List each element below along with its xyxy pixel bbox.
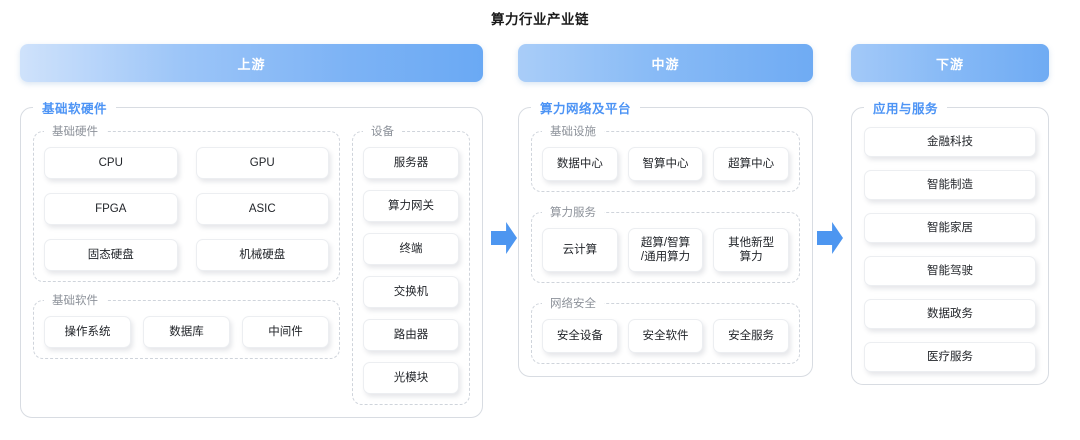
card-cpu[interactable]: CPU — [44, 147, 178, 179]
card-router[interactable]: 路由器 — [363, 319, 459, 351]
group-label-basic-software: 基础软件 — [52, 295, 98, 307]
column-midstream: 中游 算力网络及平台 基础设施 数据中心 智算中心 超算中心 算力服务 云计算 — [518, 44, 813, 377]
group-label-basic-hardware: 基础硬件 — [52, 126, 98, 138]
card-supercomputing-center[interactable]: 超算中心 — [713, 147, 790, 181]
group-devices: 设备 服务器 算力网关 终端 交换机 路由器 光模块 — [352, 123, 470, 405]
group-basic-hardware: 基础硬件 CPU GPU FPGA ASIC 固态硬盘 机械硬盘 — [33, 123, 340, 282]
card-fintech[interactable]: 金融科技 — [864, 127, 1036, 157]
card-data-center[interactable]: 数据中心 — [542, 147, 618, 181]
card-smart-driving[interactable]: 智能驾驶 — [864, 256, 1036, 286]
card-fpga[interactable]: FPGA — [44, 193, 178, 225]
section-label-upstream: 基础软硬件 — [42, 102, 108, 116]
card-server[interactable]: 服务器 — [363, 147, 459, 179]
band-downstream: 下游 — [851, 44, 1049, 82]
card-medical-service[interactable]: 医疗服务 — [864, 342, 1036, 372]
section-downstream: 应用与服务 金融科技 智能制造 智能家居 智能驾驶 数据政务 医疗服务 — [851, 98, 1049, 385]
card-operating-system[interactable]: 操作系统 — [44, 316, 131, 348]
card-intelligent-center[interactable]: 智算中心 — [627, 147, 704, 181]
card-optical-module[interactable]: 光模块 — [363, 362, 459, 394]
card-ssd[interactable]: 固态硬盘 — [44, 239, 178, 271]
card-switch[interactable]: 交换机 — [363, 276, 459, 308]
column-downstream: 下游 应用与服务 金融科技 智能制造 智能家居 智能驾驶 数据政务 医疗服务 — [851, 44, 1049, 385]
column-upstream: 上游 基础软硬件 基础硬件 CPU GPU FPGA ASIC 固态硬盘 机械硬… — [20, 44, 483, 418]
card-data-government[interactable]: 数据政务 — [864, 299, 1036, 329]
card-cloud-computing[interactable]: 云计算 — [542, 228, 618, 272]
card-hdd[interactable]: 机械硬盘 — [195, 239, 329, 271]
band-upstream: 上游 — [20, 44, 483, 82]
group-label-network-security: 网络安全 — [550, 298, 596, 310]
section-upstream: 基础软硬件 基础硬件 CPU GPU FPGA ASIC 固态硬盘 机械硬盘 — [20, 98, 483, 418]
section-label-downstream: 应用与服务 — [873, 102, 939, 116]
group-infrastructure: 基础设施 数据中心 智算中心 超算中心 — [531, 123, 800, 192]
card-gpu[interactable]: GPU — [195, 147, 329, 179]
card-asic[interactable]: ASIC — [195, 193, 329, 225]
right-arrow-icon — [817, 222, 843, 254]
card-security-equipment[interactable]: 安全设备 — [542, 319, 618, 353]
section-midstream: 算力网络及平台 基础设施 数据中心 智算中心 超算中心 算力服务 云计算 超算/… — [518, 98, 813, 377]
group-label-computing-services: 算力服务 — [550, 207, 596, 219]
card-security-software[interactable]: 安全软件 — [627, 319, 704, 353]
band-midstream: 中游 — [518, 44, 813, 82]
group-basic-software: 基础软件 操作系统 数据库 中间件 — [33, 292, 340, 359]
page-title: 算力行业产业链 — [491, 12, 589, 27]
card-smart-manufacturing[interactable]: 智能制造 — [864, 170, 1036, 200]
group-label-infrastructure: 基础设施 — [550, 126, 596, 138]
card-other-new-computing[interactable]: 其他新型算力 — [713, 228, 790, 272]
card-super-intelligent-general-computing[interactable]: 超算/智算/通用算力 — [627, 228, 704, 272]
card-smart-home[interactable]: 智能家居 — [864, 213, 1036, 243]
group-label-devices: 设备 — [371, 126, 394, 138]
card-terminal[interactable]: 终端 — [363, 233, 459, 265]
group-computing-services: 算力服务 云计算 超算/智算/通用算力 其他新型算力 — [531, 204, 800, 283]
card-compute-gateway[interactable]: 算力网关 — [363, 190, 459, 222]
card-security-service[interactable]: 安全服务 — [713, 319, 790, 353]
group-network-security: 网络安全 安全设备 安全软件 安全服务 — [531, 295, 800, 364]
card-database[interactable]: 数据库 — [143, 316, 230, 348]
card-middleware[interactable]: 中间件 — [242, 316, 329, 348]
right-arrow-icon — [491, 222, 517, 254]
section-label-midstream: 算力网络及平台 — [540, 102, 632, 116]
